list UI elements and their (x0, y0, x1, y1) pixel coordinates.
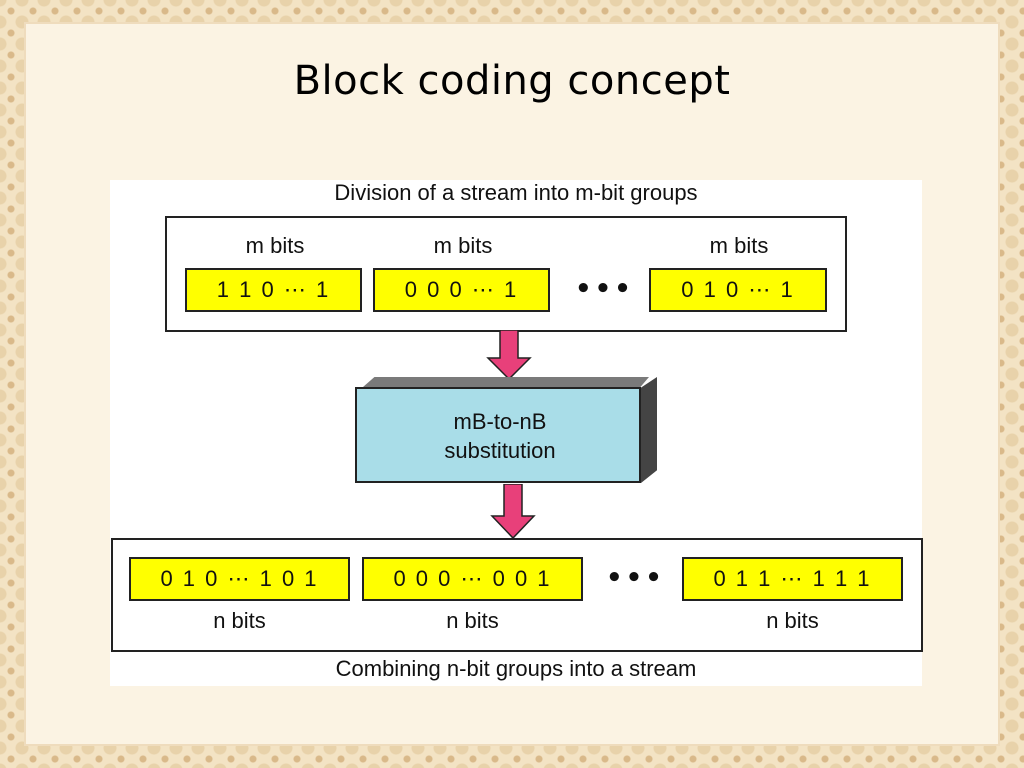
substitution-text: mB-to-nB substitution (357, 407, 643, 465)
output-group-2: 0 0 0 ⋯ 0 0 1 (362, 557, 583, 601)
input-group-label-1: m bits (245, 233, 305, 258)
output-group-label-1: n bits (213, 608, 266, 633)
arrow-to-output (490, 484, 536, 540)
output-group-label-2: n bits (446, 608, 499, 633)
bottom-caption: Combining n-bit groups into a stream (335, 656, 697, 681)
output-group-3: 0 1 1 ⋯ 1 1 1 (682, 557, 903, 601)
input-group-2: 0 0 0 ⋯ 1 (373, 268, 550, 312)
output-group-label-3: n bits (766, 608, 819, 633)
input-group-3: 0 1 0 ⋯ 1 (649, 268, 827, 312)
input-group-label-3: m bits (709, 233, 769, 258)
output-ellipsis: ••• (606, 563, 665, 593)
substitution-block-side (641, 377, 657, 483)
substitution-line-2: substitution (444, 438, 556, 463)
input-group-label-2: m bits (433, 233, 493, 258)
block-coding-diagram: Division of a stream into m-bit groups m… (110, 180, 923, 686)
top-caption: Division of a stream into m-bit groups (334, 180, 698, 205)
slide-title: Block coding concept (293, 58, 731, 104)
substitution-block-top (363, 377, 649, 387)
output-group-1: 0 1 0 ⋯ 1 0 1 (129, 557, 350, 601)
substitution-block: mB-to-nB substitution (355, 387, 641, 483)
input-group-1: 1 1 0 ⋯ 1 (185, 268, 362, 312)
substitution-line-1: mB-to-nB (453, 409, 547, 434)
arrow-to-substitution (486, 330, 532, 380)
input-ellipsis: ••• (575, 274, 634, 304)
